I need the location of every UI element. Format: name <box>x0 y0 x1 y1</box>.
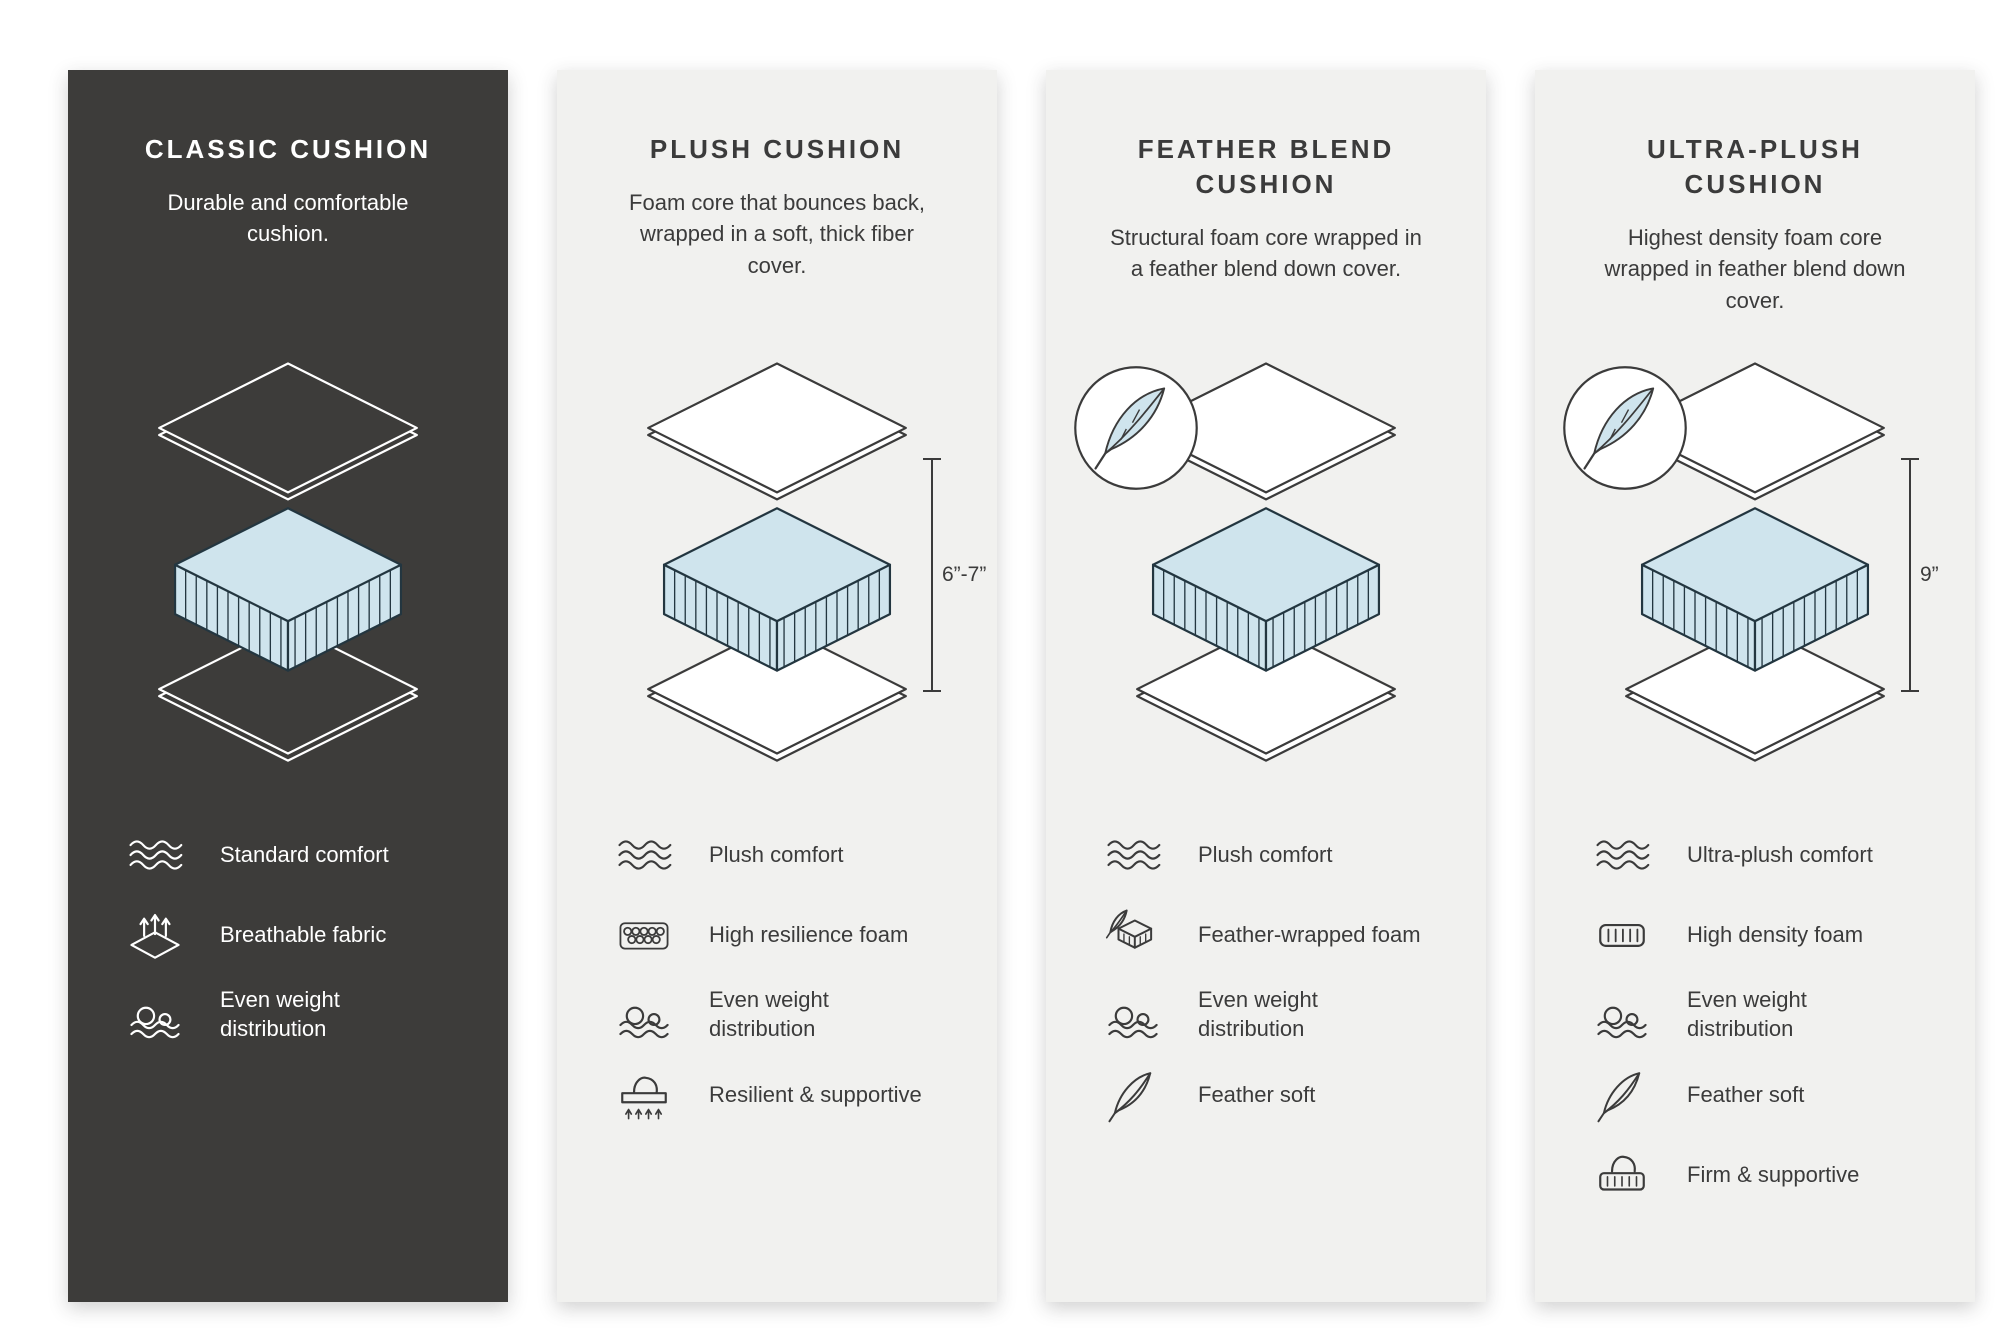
panel-description: Durable and comfortable cushion. <box>167 190 409 247</box>
cushion-comparison-infographic: CLASSIC CUSHION Durable and comfortable … <box>68 70 1975 1302</box>
feature-label: Firm & supportive <box>1687 1161 1860 1187</box>
feature-label: Ultra-plush comfort <box>1687 841 1873 867</box>
panel-plush-cushion: PLUSH CUSHION Foam core that bounces bac… <box>557 70 997 1302</box>
feature-list: Standard comfort Breathable fabric Even … <box>68 826 508 1044</box>
feature-label: High resilience foam <box>709 921 909 947</box>
feature-item: Even weight distribution <box>1591 986 1947 1044</box>
cushion-diagram: 6”-7” <box>557 360 997 800</box>
height-measurement: 6”-7” <box>923 458 986 692</box>
even-weight-distribution-icon <box>1102 986 1164 1044</box>
cushion-diagram: 9” <box>1535 360 1975 800</box>
wave-comfort-icon <box>613 826 675 884</box>
measurement-label: 6”-7” <box>942 563 987 586</box>
feature-item: Standard comfort <box>124 826 480 884</box>
feature-item: Resilient & supportive <box>613 1066 969 1124</box>
cushion-layers-illustration <box>627 360 927 766</box>
feature-label: Feather soft <box>1687 1081 1805 1107</box>
resilient-supportive-icon <box>613 1066 675 1124</box>
feature-label: Even weight distribution <box>709 987 829 1041</box>
feature-item: Plush comfort <box>613 826 969 884</box>
firm-supportive-icon <box>1591 1146 1653 1204</box>
feature-label: Breathable fabric <box>220 921 387 947</box>
panel-title: ULTRA-PLUSH CUSHION <box>1647 134 1863 200</box>
panel-header: ULTRA-PLUSH CUSHION Highest density foam… <box>1535 70 1975 350</box>
panel-ultra-plush-cushion: ULTRA-PLUSH CUSHION Highest density foam… <box>1535 70 1975 1302</box>
feature-item: Ultra-plush comfort <box>1591 826 1947 884</box>
feature-list: Ultra-plush comfort High density foam Ev… <box>1535 826 1975 1204</box>
feature-item: Plush comfort <box>1102 826 1458 884</box>
panel-description: Foam core that bounces back, wrapped in … <box>629 190 925 278</box>
feature-item: Even weight distribution <box>613 986 969 1044</box>
feature-label: Plush comfort <box>1198 841 1333 867</box>
height-measurement: 9” <box>1901 458 1939 692</box>
wave-comfort-icon <box>1591 826 1653 884</box>
feature-label: High density foam <box>1687 921 1864 947</box>
feature-label: Even weight distribution <box>220 987 340 1041</box>
feature-list: Plush comfort High resilience foam Even … <box>557 826 997 1124</box>
feature-label: Standard comfort <box>220 841 389 867</box>
feature-label: Feather-wrapped foam <box>1198 921 1421 947</box>
wave-comfort-icon <box>124 826 186 884</box>
feature-label: Feather soft <box>1198 1081 1316 1107</box>
panel-feather-blend-cushion: FEATHER BLEND CUSHION Structural foam co… <box>1046 70 1486 1302</box>
even-weight-distribution-icon <box>1591 986 1653 1044</box>
high-resilience-foam-icon <box>613 906 675 964</box>
panel-header: FEATHER BLEND CUSHION Structural foam co… <box>1046 70 1486 350</box>
panel-description: Structural foam core wrapped in a feathe… <box>1110 225 1422 282</box>
feature-item: Feather soft <box>1102 1066 1458 1124</box>
feature-item: Even weight distribution <box>1102 986 1458 1044</box>
feature-label: Even weight distribution <box>1687 987 1807 1041</box>
panel-header: PLUSH CUSHION Foam core that bounces bac… <box>557 70 997 350</box>
panel-title: PLUSH CUSHION <box>649 134 905 164</box>
cushion-layers-illustration <box>138 360 438 766</box>
feather-badge-icon <box>1070 362 1202 494</box>
panel-title: FEATHER BLEND CUSHION <box>1137 134 1395 200</box>
feature-list: Plush comfort Feather-wrapped foam Even … <box>1046 826 1486 1124</box>
feature-item: Even weight distribution <box>124 986 480 1044</box>
panel-header: CLASSIC CUSHION Durable and comfortable … <box>68 70 508 350</box>
feature-item: High density foam <box>1591 906 1947 964</box>
feature-label: Even weight distribution <box>1198 987 1318 1041</box>
cushion-diagram <box>68 360 508 800</box>
feather-badge-icon <box>1559 362 1691 494</box>
cushion-diagram <box>1046 360 1486 800</box>
feature-item: High resilience foam <box>613 906 969 964</box>
feature-item: Feather-wrapped foam <box>1102 906 1458 964</box>
feather-icon <box>1102 1066 1164 1124</box>
feature-item: Feather soft <box>1591 1066 1947 1124</box>
feature-item: Breathable fabric <box>124 906 480 964</box>
even-weight-distribution-icon <box>124 986 186 1044</box>
feature-label: Resilient & supportive <box>709 1081 922 1107</box>
panel-description: Highest density foam core wrapped in fea… <box>1604 225 1906 313</box>
panel-title: CLASSIC CUSHION <box>144 134 432 164</box>
breathable-fabric-icon <box>124 906 186 964</box>
feature-label: Plush comfort <box>709 841 844 867</box>
high-density-foam-icon <box>1591 906 1653 964</box>
feather-icon <box>1591 1066 1653 1124</box>
feather-wrapped-foam-icon <box>1102 906 1164 964</box>
panel-classic-cushion: CLASSIC CUSHION Durable and comfortable … <box>68 70 508 1302</box>
measurement-label: 9” <box>1920 563 1939 586</box>
even-weight-distribution-icon <box>613 986 675 1044</box>
wave-comfort-icon <box>1102 826 1164 884</box>
feature-item: Firm & supportive <box>1591 1146 1947 1204</box>
